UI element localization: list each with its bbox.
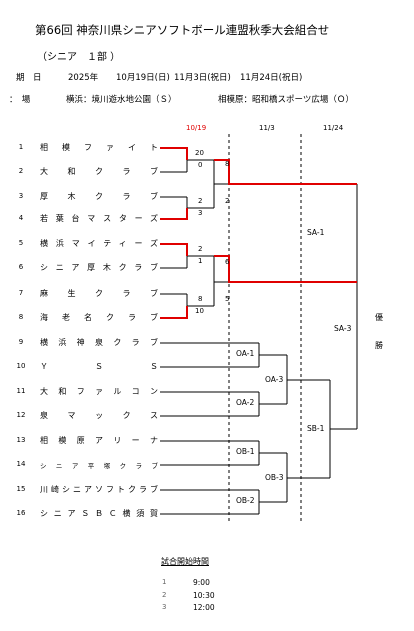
team-number: 2 (18, 167, 24, 175)
score: 8 (198, 295, 203, 303)
score: 20 (195, 149, 204, 157)
team-number: 6 (18, 263, 24, 271)
score: 2 (198, 245, 203, 253)
score: 8 (225, 160, 230, 168)
team-name: 相模ファイト (40, 143, 158, 152)
team-number: 16 (16, 509, 26, 517)
column-head-round1: 10/19 (186, 124, 207, 132)
team-name: 泉マックス (40, 411, 158, 420)
team-number: 13 (16, 436, 26, 444)
schedule-number: 1 (162, 578, 167, 586)
score: 6 (225, 258, 230, 266)
team-name: シニア平塚クラブ (40, 462, 158, 470)
team-number: 5 (18, 239, 24, 247)
schedule-time: 10:30 (193, 591, 215, 600)
dates-label: 期 日 (16, 73, 42, 83)
team-name: 相模原アリーナ (40, 436, 158, 445)
division-label: （シニア １部 ） (37, 52, 121, 63)
match-label: SA-3 (333, 324, 353, 333)
match-label: OA-3 (264, 375, 285, 384)
team-number: 8 (18, 313, 24, 321)
date-2: 11月3日(祝日) (174, 73, 231, 83)
match-label: OB-1 (235, 447, 256, 456)
team-number: 11 (16, 387, 26, 395)
team-number: 9 (18, 338, 24, 346)
date-1: 10月19日(日) (116, 73, 170, 83)
schedule-number: 2 (162, 591, 167, 599)
schedule-number: 3 (162, 603, 167, 611)
tournament-title: 第66回 神奈川県シニアソフトボール連盟秋季大会組合せ (35, 23, 330, 37)
venue-yokohama: 横浜：境川遊水地公園（Ｓ） (66, 95, 177, 105)
team-number: 14 (16, 460, 26, 468)
venue-sagamihara: 相模原：昭和橋スポーツ広場（Ｏ） (218, 95, 354, 105)
champion-label-1: 優 (375, 313, 383, 322)
team-name: シニアＳＢＣ横須賀 (40, 509, 158, 518)
match-label: OA-2 (235, 398, 256, 407)
champion-label-2: 勝 (375, 341, 383, 350)
team-number: 1 (18, 143, 24, 151)
schedule-time: 9:00 (193, 578, 210, 587)
team-name: 麻生クラブ (40, 289, 158, 298)
team-name: 若葉台マスターズ (40, 214, 158, 223)
team-name: 海老名クラブ (40, 313, 158, 322)
score: 1 (198, 257, 203, 265)
match-label: SA-1 (306, 228, 326, 237)
score: 5 (225, 295, 230, 303)
team-name: 横浜マイティーズ (40, 239, 158, 248)
team-number: 15 (16, 485, 26, 493)
team-number: 12 (16, 411, 26, 419)
column-head-round2: 11/3 (259, 124, 275, 132)
team-name: 大和クラブ (40, 167, 158, 176)
date-3: 11月24日(祝日) (240, 73, 303, 83)
match-label: OB-3 (264, 473, 285, 482)
team-number: 4 (18, 214, 24, 222)
match-label: OA-1 (235, 349, 256, 358)
score: 10 (195, 307, 204, 315)
venue-label: ： 場 (9, 95, 31, 105)
team-number: 10 (16, 362, 26, 370)
team-name: シニア厚木クラブ (40, 263, 158, 272)
team-name: 横浜神泉クラブ (40, 338, 158, 347)
score: 2 (198, 197, 203, 205)
score: 0 (198, 161, 203, 169)
match-label: SB-1 (306, 424, 326, 433)
score: 2 (225, 197, 230, 205)
column-head-round3: 11/24 (323, 124, 344, 132)
team-name: 川崎シニアソフトクラブ (40, 485, 158, 494)
score: 3 (198, 209, 203, 217)
team-name: 厚木クラブ (40, 192, 158, 201)
team-name: ＹＳＳ (40, 362, 158, 371)
year: 2025年 (68, 73, 99, 83)
match-label: OB-2 (235, 496, 256, 505)
team-number: 3 (18, 192, 24, 200)
schedule-time: 12:00 (193, 603, 215, 612)
team-number: 7 (18, 289, 24, 297)
team-name: 大和ファルコン (40, 387, 158, 396)
schedule-title: 試合開始時間 (161, 557, 209, 566)
